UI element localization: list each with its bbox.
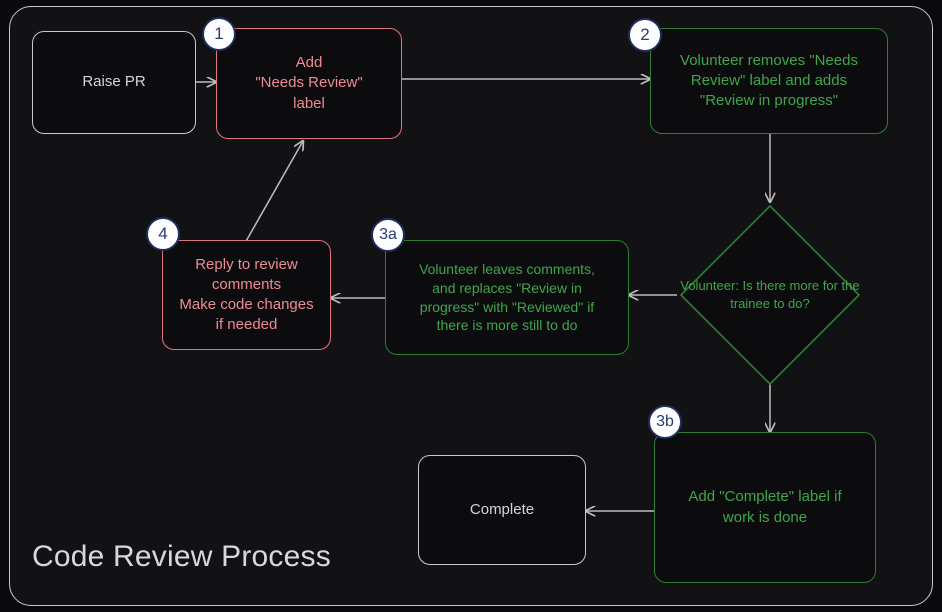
node-raise-pr[interactable]: Raise PR	[32, 31, 196, 134]
node-add-needs-review-label[interactable]: Add "Needs Review" label	[216, 28, 402, 139]
diamond-shape	[680, 205, 860, 385]
node-reply-to-review-comments[interactable]: Reply to review comments Make code chang…	[162, 240, 331, 350]
node-volunteer-decision[interactable]: Volunteer: Is there more for the trainee…	[677, 202, 863, 388]
node-complete[interactable]: Complete	[418, 455, 586, 565]
node-reply-to-review-comments-text: Reply to review comments Make code chang…	[179, 255, 314, 334]
node-volunteer-decision-text: Volunteer: Is there more for the trainee…	[680, 277, 860, 311]
badge-step-4: 4	[146, 217, 180, 251]
badge-step-3b: 3b	[648, 405, 682, 439]
node-volunteer-leaves-comments-text: Volunteer leaves comments, and replaces …	[419, 261, 595, 334]
badge-step-3a: 3a	[371, 218, 405, 252]
node-add-complete-label[interactable]: Add "Complete" label if work is done	[654, 432, 876, 583]
node-volunteer-removes-label[interactable]: Volunteer removes "Needs Review" label a…	[650, 28, 888, 134]
page-title: Code Review Process	[32, 540, 331, 573]
badge-step-1: 1	[202, 17, 236, 51]
node-add-complete-label-text: Add "Complete" label if work is done	[688, 488, 842, 526]
node-raise-pr-label: Raise PR	[82, 73, 146, 91]
node-complete-label: Complete	[469, 500, 535, 518]
badge-step-2: 2	[628, 18, 662, 52]
node-volunteer-leaves-comments[interactable]: Volunteer leaves comments, and replaces …	[385, 240, 629, 355]
node-volunteer-removes-label-text: Volunteer removes "Needs Review" label a…	[680, 51, 858, 110]
node-add-needs-review-label-text: Add "Needs Review" label	[255, 54, 363, 112]
